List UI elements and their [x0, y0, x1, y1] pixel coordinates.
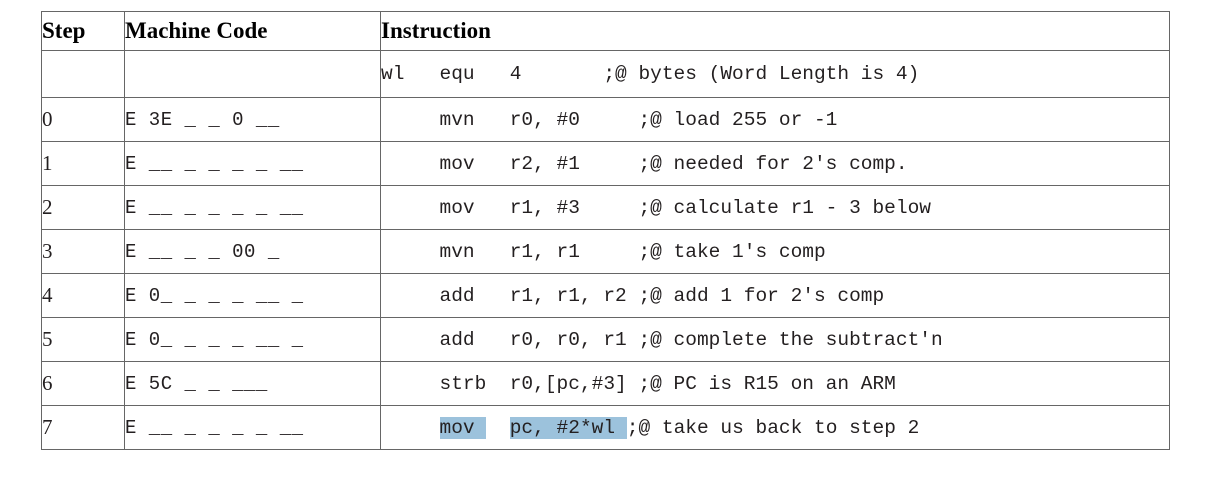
cell-machine-code: E 5C _ _ ___ — [124, 361, 381, 406]
text-segment — [381, 417, 440, 439]
table-row: wl equ 4 ;@ bytes (Word Length is 4) — [41, 50, 1170, 98]
column-header-instruction: Instruction — [380, 11, 1170, 51]
cell-machine-code: E 0_ _ _ _ __ _ — [124, 273, 381, 318]
machine-code-table: Step Machine Code Instruction wl equ 4 ;… — [41, 11, 1170, 450]
table-row: 0 E 3E _ _ 0 __ mvn r0, #0 ;@ load 255 o… — [41, 97, 1170, 142]
table-body: wl equ 4 ;@ bytes (Word Length is 4) 0 E… — [41, 50, 1170, 450]
cell-machine-code: E __ _ _ _ _ __ — [124, 141, 381, 186]
table-row: 7 E __ _ _ _ _ __ mov pc, #2*wl ;@ take … — [41, 405, 1170, 450]
cell-instruction: add r1, r1, r2 ;@ add 1 for 2's comp — [380, 273, 1170, 318]
highlighted-text-segment: mov — [439, 416, 487, 439]
cell-machine-code: E 3E _ _ 0 __ — [124, 97, 381, 142]
cell-instruction: strb r0,[pc,#3] ;@ PC is R15 on an ARM — [380, 361, 1170, 406]
cell-step: 5 — [41, 317, 125, 362]
highlighted-text-segment: pc, — [509, 416, 557, 439]
machine-code-table-container: Step Machine Code Instruction wl equ 4 ;… — [41, 11, 1170, 450]
table-row: 2 E __ _ _ _ _ __ mov r1, #3 ;@ calculat… — [41, 185, 1170, 230]
cell-step: 4 — [41, 273, 125, 318]
cell-instruction: mov r1, #3 ;@ calculate r1 - 3 below — [380, 185, 1170, 230]
cell-step: 3 — [41, 229, 125, 274]
column-header-step: Step — [41, 11, 125, 51]
table-header: Step Machine Code Instruction — [41, 11, 1170, 51]
table-row: 1 E __ _ _ _ _ __ mov r2, #1 ;@ needed f… — [41, 141, 1170, 186]
text-segment: ;@ take us back to step 2 — [626, 416, 920, 439]
cell-step: 2 — [41, 185, 125, 230]
highlighted-text-segment: #2*wl — [556, 416, 627, 439]
cell-instruction: mov r2, #1 ;@ needed for 2's comp. — [380, 141, 1170, 186]
cell-step: 1 — [41, 141, 125, 186]
cell-step: 0 — [41, 97, 125, 142]
cell-instruction: wl equ 4 ;@ bytes (Word Length is 4) — [380, 50, 1170, 98]
cell-machine-code — [124, 50, 381, 98]
cell-machine-code: E 0_ _ _ _ __ _ — [124, 317, 381, 362]
text-segment — [486, 417, 509, 439]
cell-instruction: mvn r1, r1 ;@ take 1's comp — [380, 229, 1170, 274]
cell-step: 7 — [41, 405, 125, 450]
table-row: 6 E 5C _ _ ___ strb r0,[pc,#3] ;@ PC is … — [41, 361, 1170, 406]
cell-instruction: add r0, r0, r1 ;@ complete the subtract'… — [380, 317, 1170, 362]
header-row: Step Machine Code Instruction — [41, 11, 1170, 51]
cell-step — [41, 50, 125, 98]
table-row: 3 E __ _ _ 00 _ mvn r1, r1 ;@ take 1's c… — [41, 229, 1170, 274]
cell-instruction-highlighted: mov pc, #2*wl ;@ take us back to step 2 — [380, 405, 1170, 450]
cell-instruction: mvn r0, #0 ;@ load 255 or -1 — [380, 97, 1170, 142]
cell-machine-code: E __ _ _ _ _ __ — [124, 185, 381, 230]
cell-machine-code: E __ _ _ _ _ __ — [124, 405, 381, 450]
cell-machine-code: E __ _ _ 00 _ — [124, 229, 381, 274]
column-header-machine-code: Machine Code — [124, 11, 381, 51]
table-row: 4 E 0_ _ _ _ __ _ add r1, r1, r2 ;@ add … — [41, 273, 1170, 318]
table-row: 5 E 0_ _ _ _ __ _ add r0, r0, r1 ;@ comp… — [41, 317, 1170, 362]
cell-step: 6 — [41, 361, 125, 406]
